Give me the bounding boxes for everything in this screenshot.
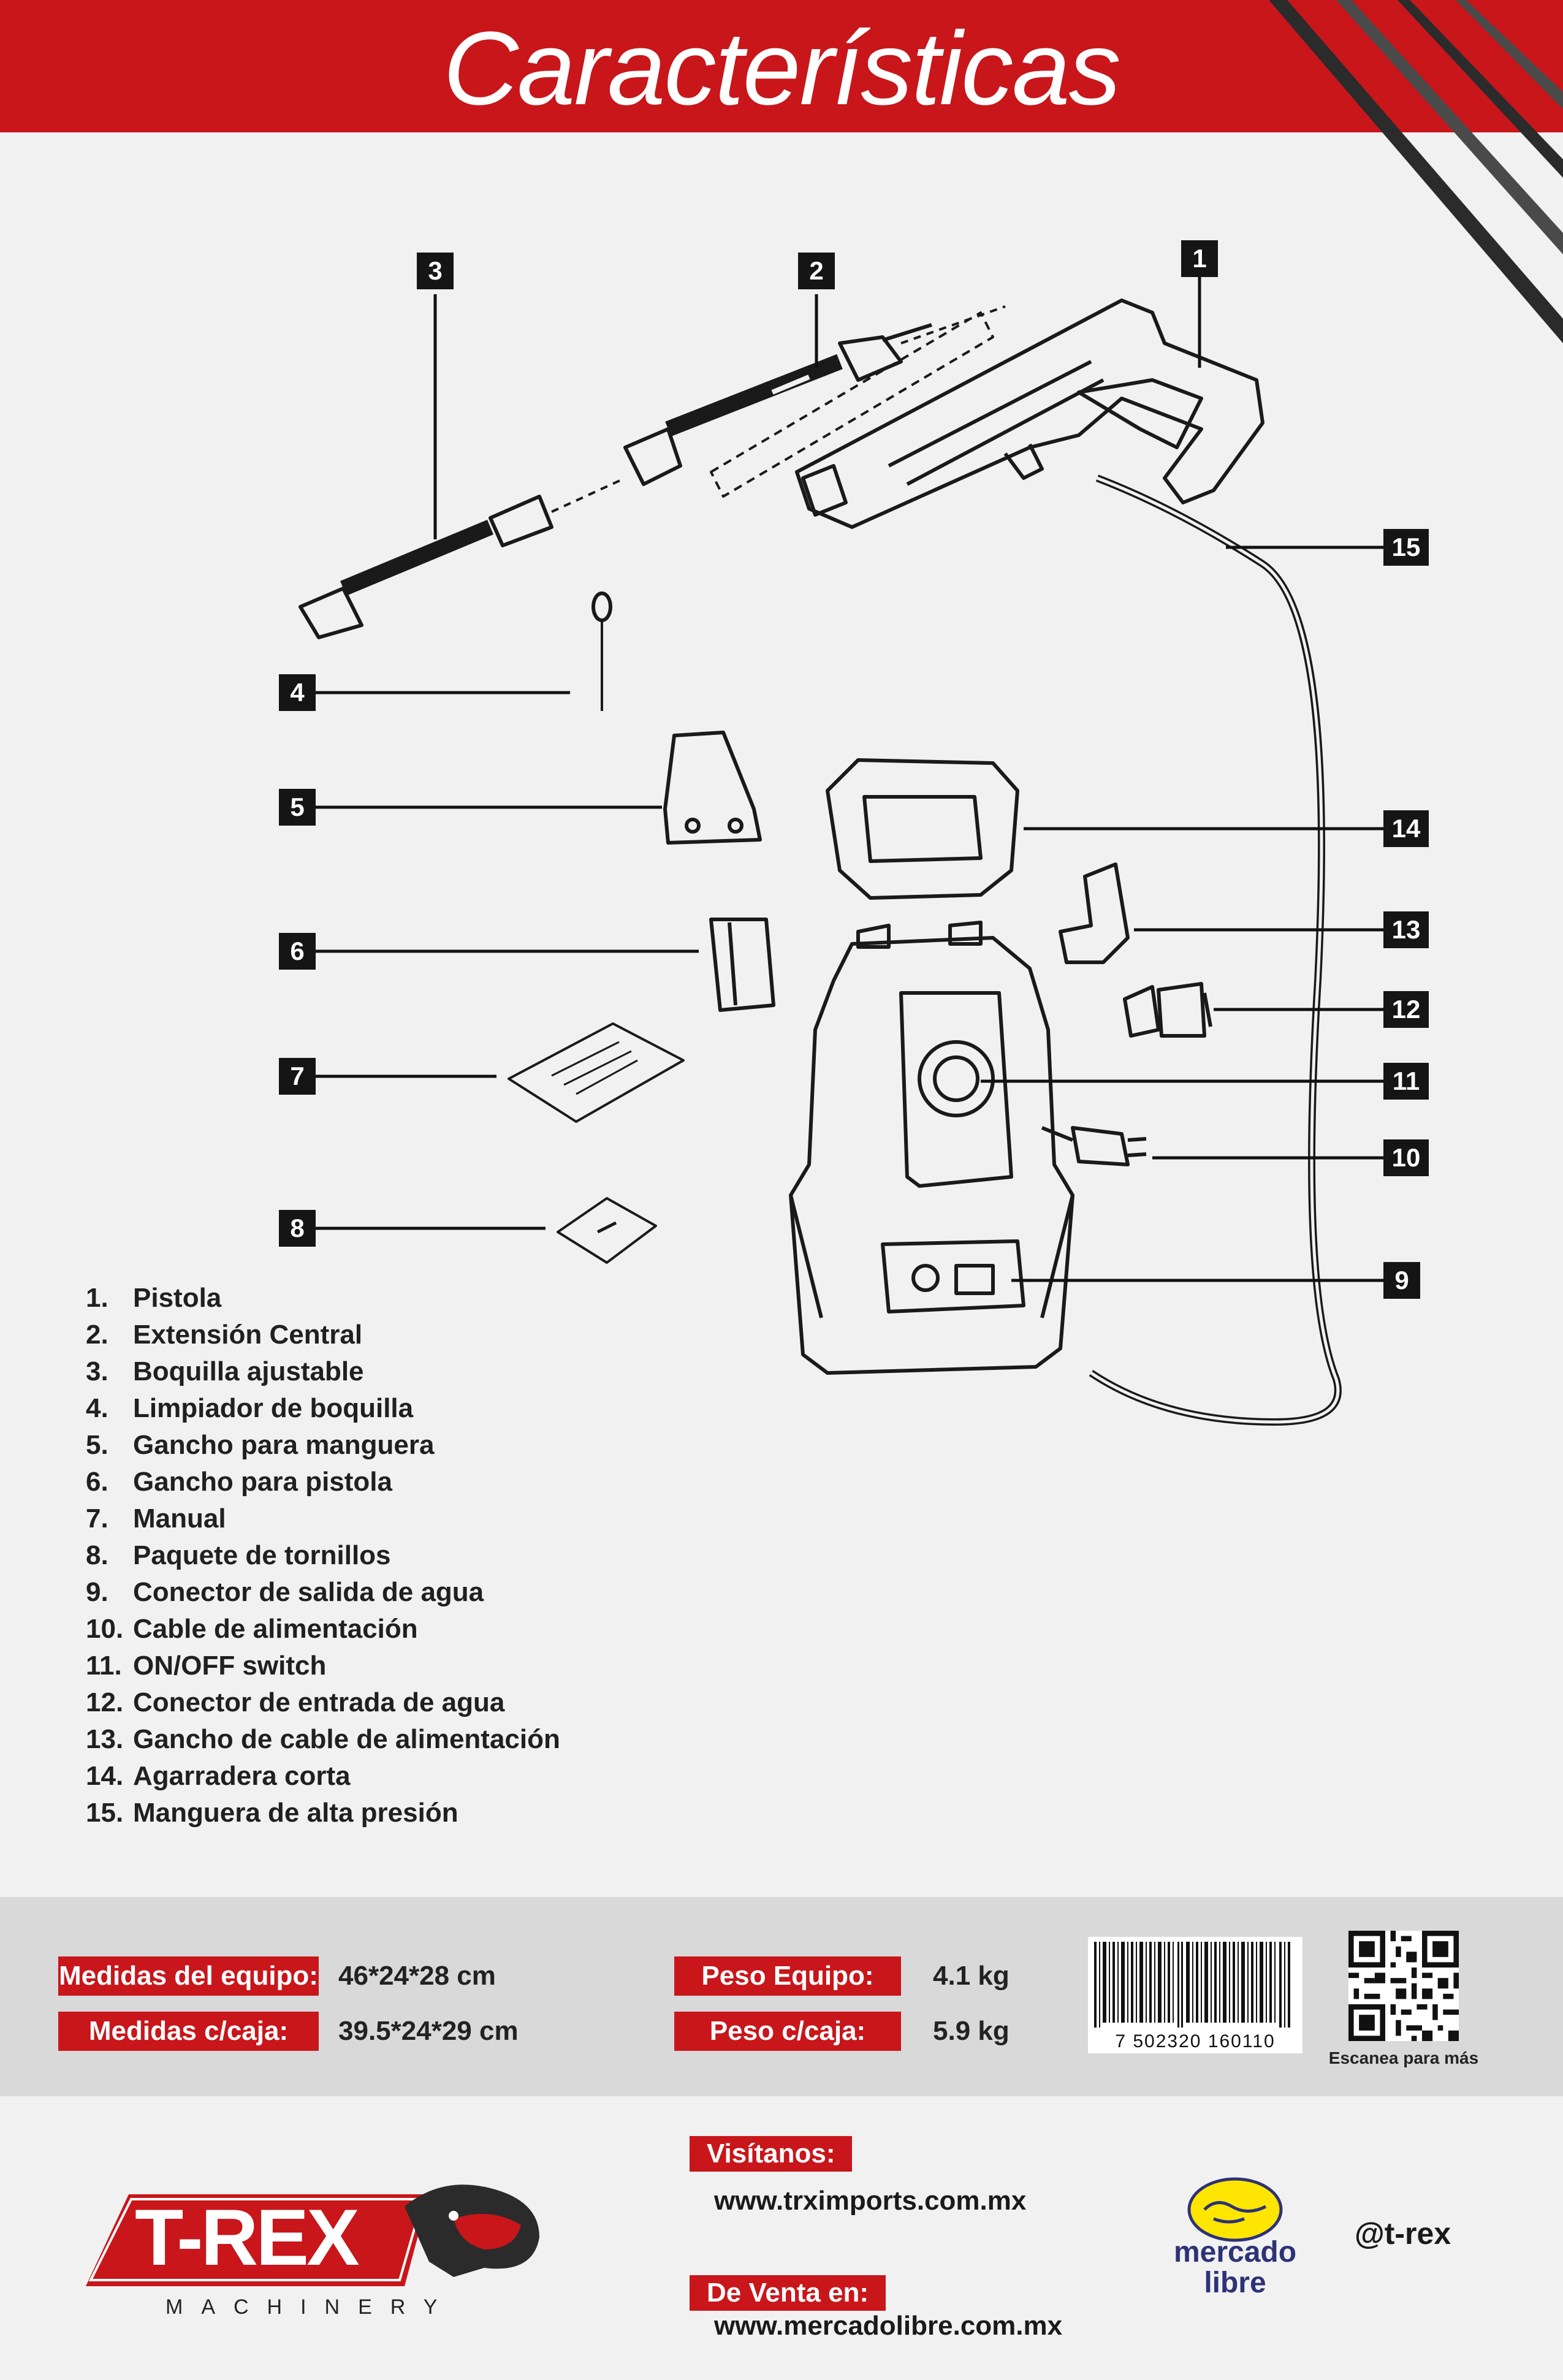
boxed-weight-label: Peso c/caja: — [674, 2012, 901, 2051]
callout-8: 8 — [279, 1210, 316, 1247]
callout-13: 13 — [1383, 911, 1429, 948]
gun-hook-drawing — [709, 918, 775, 1012]
callout-3: 3 — [417, 253, 454, 289]
visit-label: Visítanos: — [690, 2136, 853, 2172]
cable-hook-drawing — [1059, 862, 1130, 964]
boxed-weight-value: 5.9 kg — [933, 2016, 1010, 2046]
callout-11: 11 — [1383, 1063, 1429, 1100]
qr-code-icon[interactable] — [1348, 1931, 1459, 2041]
mercadolibre-link[interactable]: www.mercadolibre.com.mx — [714, 2311, 1063, 2341]
barcode-icon — [1094, 1942, 1290, 2028]
power-plug-drawing — [1041, 1126, 1147, 1166]
page-title: Características — [443, 10, 1121, 127]
screw-pack-drawing — [557, 1197, 657, 1264]
equipment-size-value: 46*24*28 cm — [338, 1961, 496, 1991]
list-item: 9.Conector de salida de agua — [86, 1577, 484, 1607]
specs-band — [0, 1897, 1563, 2096]
callout-5: 5 — [279, 789, 316, 826]
callout-2: 2 — [798, 253, 835, 289]
nozzle-drawing — [299, 477, 626, 639]
list-item: 10.Cable de alimentación — [86, 1614, 418, 1644]
list-item: 7.Manual — [86, 1504, 226, 1534]
callout-9: 9 — [1383, 1262, 1420, 1299]
list-item: 3.Boquilla ajustable — [86, 1356, 364, 1386]
barcode-number: 7 502320 160110 — [1115, 2031, 1276, 2051]
inlet-connector-drawing — [1123, 982, 1212, 1038]
equipment-weight-label: Peso Equipo: — [674, 1956, 901, 1996]
brand-name: T-REX — [135, 2192, 359, 2282]
hose-hook-drawing — [663, 731, 762, 845]
callout-7: 7 — [279, 1058, 316, 1095]
equipment-weight-value: 4.1 kg — [933, 1961, 1010, 1991]
list-item: 11.ON/OFF switch — [86, 1651, 327, 1681]
handle-drawing — [826, 758, 1019, 900]
callout-6: 6 — [279, 933, 316, 970]
list-item: 14.Agarradera corta — [86, 1761, 351, 1791]
qr-caption: Escanea para más — [1328, 2048, 1479, 2067]
list-item: 6.Gancho para pistola — [86, 1467, 392, 1497]
list-item: 2.Extensión Central — [86, 1320, 363, 1350]
list-item: 5.Gancho para manguera — [86, 1430, 435, 1460]
callout-12: 12 — [1383, 991, 1429, 1028]
mercadolibre-wordmark: mercado libre — [1173, 2236, 1297, 2299]
boxed-size-value: 39.5*24*29 cm — [338, 2016, 519, 2046]
manual-drawing — [508, 1022, 685, 1123]
list-item: 1.Pistola — [86, 1283, 222, 1313]
list-item: 13.Gancho de cable de alimentación — [86, 1724, 560, 1754]
pistol-drawing — [795, 298, 1264, 529]
callout-10: 10 — [1383, 1139, 1429, 1176]
list-item: 4.Limpiador de boquilla — [86, 1393, 414, 1423]
callout-1: 1 — [1181, 240, 1218, 277]
exploded-parts-diagram — [299, 276, 1383, 1426]
trex-logo-icon: T-REX — [86, 2184, 539, 2286]
callout-14: 14 — [1383, 810, 1429, 847]
list-item: 12.Conector de entrada de agua — [86, 1687, 505, 1717]
pressure-washer-body-drawing — [789, 921, 1074, 1375]
callout-4: 4 — [279, 674, 316, 711]
callout-15: 15 — [1383, 529, 1429, 566]
social-handle[interactable]: @t-rex — [1355, 2216, 1451, 2251]
boxed-size-label: Medidas c/caja: — [58, 2012, 319, 2051]
list-item: 15.Manguera de alta presión — [86, 1798, 458, 1828]
mercadolibre-logo-icon — [1187, 2177, 1283, 2242]
list-item: 8.Paquete de tornillos — [86, 1540, 391, 1570]
equipment-size-label: Medidas del equipo: — [58, 1956, 319, 1996]
parts-list: 1.Pistola 2.Extensión Central 3.Boquilla… — [86, 1280, 560, 1831]
website-link[interactable]: www.trximports.com.mx — [714, 2186, 1027, 2216]
barcode: 7 502320 160110 — [1088, 1937, 1302, 2053]
extension-drawing — [623, 305, 1006, 486]
brand-subtitle: MACHINERY — [165, 2295, 456, 2319]
trex-logo: T-REX — [61, 2170, 552, 2295]
sale-label: De Venta en: — [690, 2275, 886, 2311]
claw-marks-icon — [1269, 0, 1563, 343]
nozzle-cleaner-drawing — [591, 591, 612, 711]
